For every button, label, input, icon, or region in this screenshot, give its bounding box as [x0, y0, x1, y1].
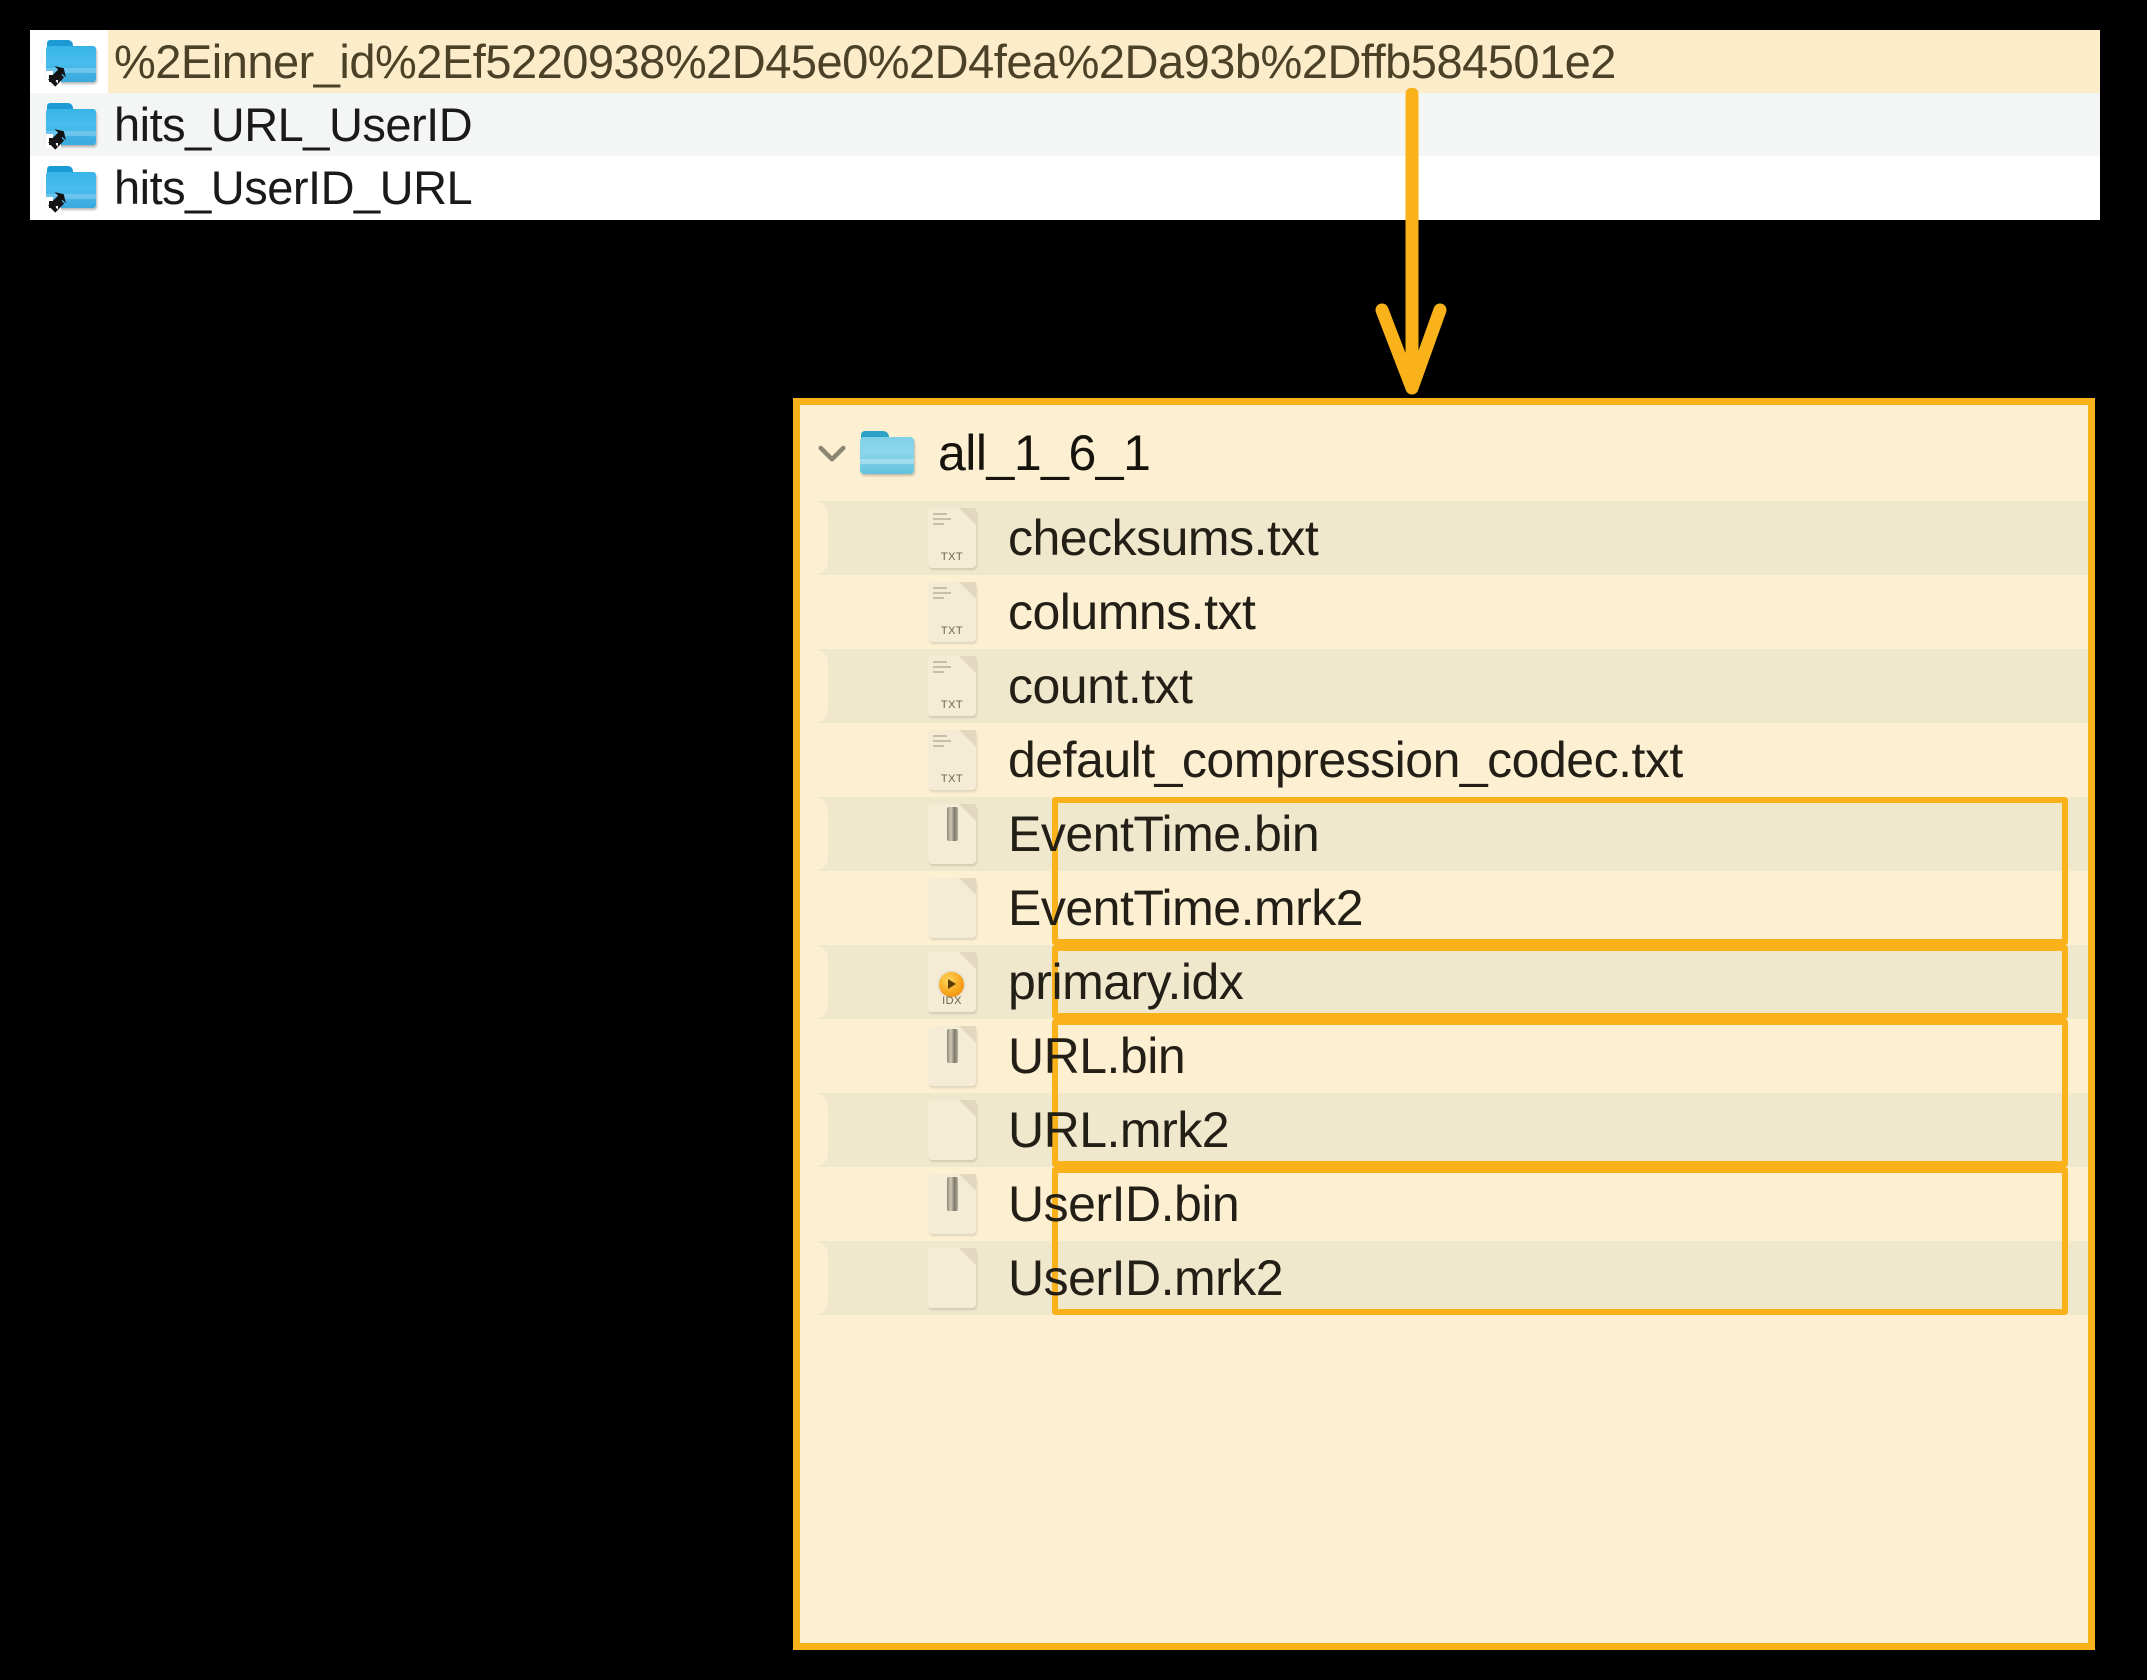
file-tree-row[interactable]: TXT columns.txt — [800, 575, 2088, 649]
file-name-label: count.txt — [1008, 658, 1193, 714]
file-tree-row[interactable]: IDX primary.idx — [800, 945, 2088, 1019]
folder-shortcut-icon — [46, 102, 98, 150]
file-tree-row[interactable]: URL.mrk2 — [800, 1093, 2088, 1167]
folder-list-item[interactable]: hits_URL_UserID — [30, 93, 2100, 156]
folder-list-item-label: %2Einner_id%2Ef5220938%2D45e0%2D4fea%2Da… — [114, 35, 1616, 88]
file-tree-row[interactable]: TXT default_compression_codec.txt — [800, 723, 2088, 797]
file-tree-row[interactable]: EventTime.bin — [800, 797, 2088, 871]
folder-shortcut-icon — [46, 165, 98, 213]
file-name-label: UserID.mrk2 — [1008, 1250, 1284, 1306]
blank-file-icon — [922, 1098, 982, 1162]
file-name-label: default_compression_codec.txt — [1008, 732, 1683, 788]
txt-file-icon: TXT — [922, 580, 982, 644]
file-tree-row[interactable]: TXT count.txt — [800, 649, 2088, 723]
file-name-label: EventTime.mrk2 — [1008, 880, 1364, 936]
sibling-folder-list: %2Einner_id%2Ef5220938%2D45e0%2D4fea%2Da… — [30, 30, 2100, 220]
blank-file-icon — [922, 876, 982, 940]
idx-file-icon: IDX — [922, 950, 982, 1014]
file-tree-row[interactable]: URL.bin — [800, 1019, 2088, 1093]
folder-list-item-label: hits_URL_UserID — [114, 98, 473, 151]
txt-file-icon: TXT — [922, 506, 982, 570]
folder-list-item[interactable]: hits_UserID_URL — [30, 156, 2100, 219]
file-name-label: EventTime.bin — [1008, 806, 1320, 862]
row-highlight — [108, 30, 2100, 93]
file-name-label: UserID.bin — [1008, 1176, 1240, 1232]
file-tree-row[interactable]: EventTime.mrk2 — [800, 871, 2088, 945]
bin-file-icon — [922, 802, 982, 866]
file-name-label: URL.mrk2 — [1008, 1102, 1230, 1158]
bin-file-icon — [922, 1024, 982, 1088]
file-name-label: URL.bin — [1008, 1028, 1186, 1084]
chevron-down-icon[interactable] — [810, 431, 854, 475]
tree-root-row[interactable]: all_1_6_1 — [800, 405, 2088, 501]
folder-shortcut-icon — [46, 39, 98, 87]
txt-file-icon: TXT — [922, 728, 982, 792]
file-name-label: checksums.txt — [1008, 510, 1319, 566]
blank-file-icon — [922, 1246, 982, 1310]
txt-file-icon: TXT — [922, 654, 982, 718]
file-name-label: primary.idx — [1008, 954, 1244, 1010]
file-name-label: columns.txt — [1008, 584, 1256, 640]
tree-root-label: all_1_6_1 — [938, 425, 1151, 481]
file-tree-row[interactable]: UserID.mrk2 — [800, 1241, 2088, 1315]
file-tree-row[interactable]: TXT checksums.txt — [800, 501, 2088, 575]
bin-file-icon — [922, 1172, 982, 1236]
file-tree-row[interactable]: UserID.bin — [800, 1167, 2088, 1241]
folder-icon — [860, 431, 916, 475]
folder-list-item[interactable]: %2Einner_id%2Ef5220938%2D45e0%2D4fea%2Da… — [30, 30, 2100, 93]
folder-list-item-label: hits_UserID_URL — [114, 161, 473, 214]
